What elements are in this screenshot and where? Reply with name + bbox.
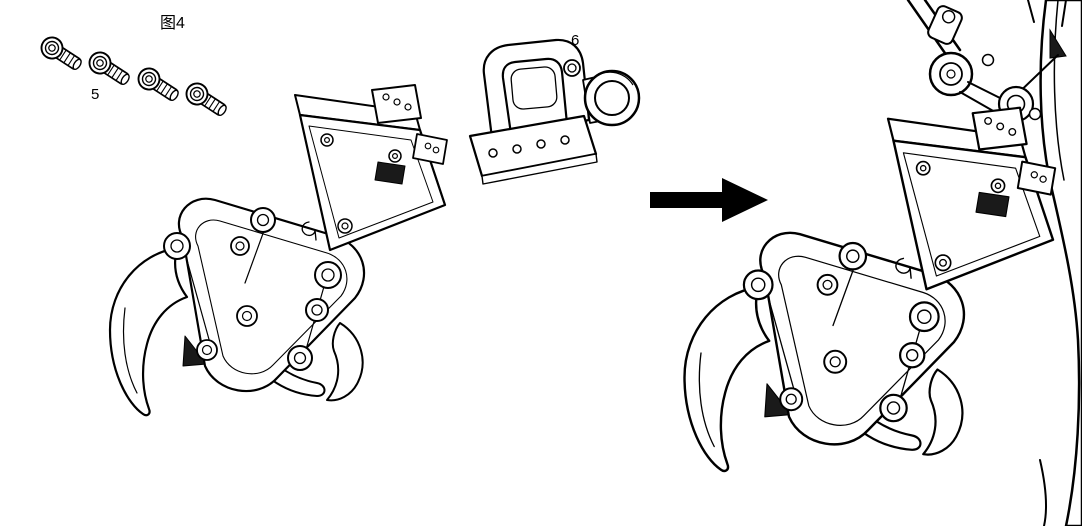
figure-caption: 图4 (160, 15, 185, 32)
part5-label: 5 (91, 86, 99, 103)
wrist-joint (946, 69, 956, 79)
plate-hole (512, 144, 522, 154)
robot-arm (906, 0, 1082, 526)
gripper-after (683, 106, 1057, 473)
screw-icon (84, 47, 135, 91)
joint-link (959, 91, 996, 113)
screw-icon (133, 63, 184, 107)
arm-shadow-wedge (1049, 28, 1067, 59)
forearm-edge (1027, 0, 1035, 23)
forearm-edge (1061, 0, 1067, 27)
clamp-ring-rim (590, 71, 634, 86)
bracket-part: 6 (468, 32, 641, 185)
forearm-lower-line (1039, 459, 1048, 526)
screws-group: 5 (36, 32, 232, 122)
actuator-cylinder (927, 5, 963, 45)
part6-label: 6 (571, 32, 579, 49)
forearm (1039, 0, 1082, 526)
plate-hole (560, 135, 570, 145)
small-bolt (1028, 107, 1042, 121)
small-bolt (981, 53, 995, 67)
forearm-ridge (1053, 0, 1065, 181)
bracket-bolt (567, 63, 577, 73)
screw-icon (181, 78, 232, 122)
plate-hole (488, 148, 498, 158)
plate-hole (536, 139, 546, 149)
clamp-ring-bore (594, 80, 630, 116)
screw-icon (36, 32, 87, 76)
joint-link (967, 81, 1001, 99)
strut (906, 0, 949, 58)
gripper-before (108, 83, 449, 417)
bracket-base-edge (481, 153, 598, 185)
arrow-icon (650, 178, 768, 222)
bracket-slot (510, 66, 558, 110)
